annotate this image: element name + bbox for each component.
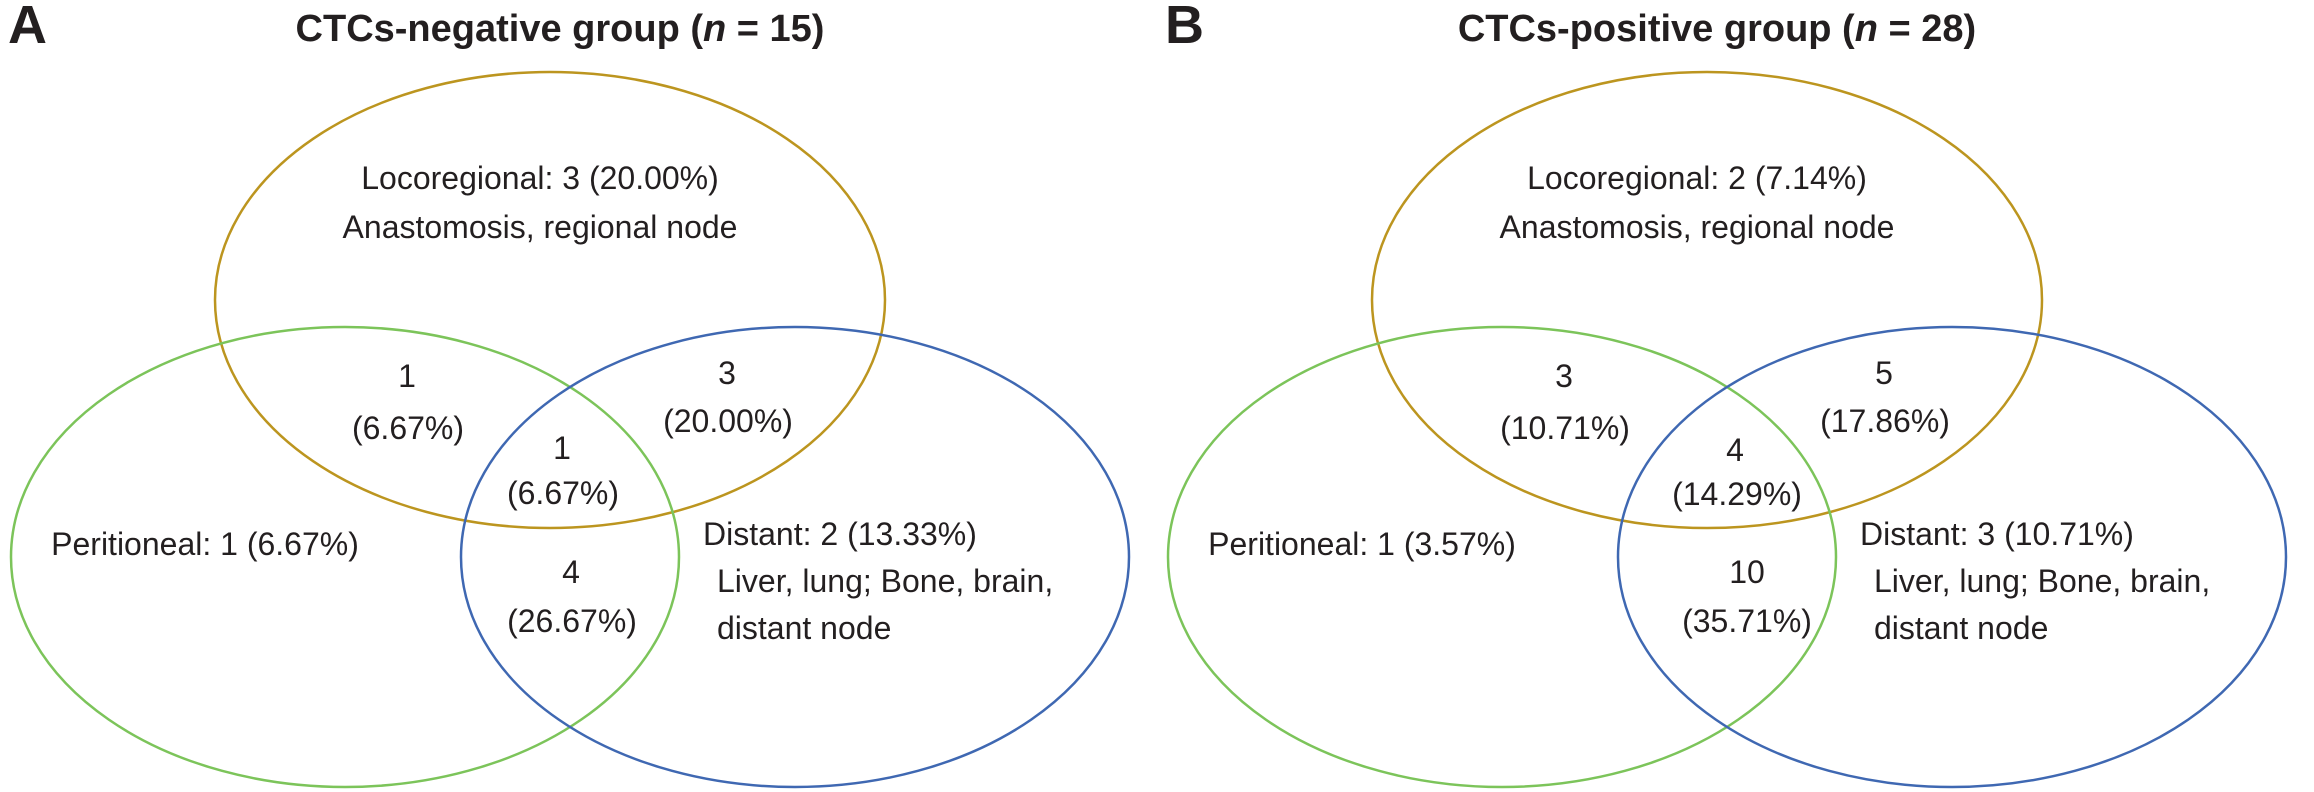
panel-a-letter: A bbox=[8, 0, 47, 55]
all-three-pct: (6.67%) bbox=[506, 475, 620, 511]
peritoneal-locoregional-count: 1 bbox=[398, 358, 416, 394]
panel-a-title-post: = 15) bbox=[726, 8, 825, 50]
peritoneal-distant-pct: (35.71%) bbox=[1682, 603, 1812, 639]
panel-a-title-n: n bbox=[703, 8, 727, 50]
panel-a-venn-diagram bbox=[9, 70, 1131, 789]
locoregional-sites-label: Anastomosis, regional node bbox=[1499, 209, 1895, 245]
peritoneal-locoregional-pct: (10.71%) bbox=[1500, 410, 1630, 446]
distant-sites-line1: Liver, lung; Bone, brain, bbox=[717, 563, 1054, 599]
locoregional-sites-label: Anastomosis, regional node bbox=[342, 209, 738, 245]
distant-ellipse bbox=[459, 325, 1131, 789]
peritoneal-locoregional-pct: (6.67%) bbox=[351, 410, 465, 446]
peritoneal-ellipse bbox=[9, 325, 681, 789]
panel-b-letter: B bbox=[1165, 0, 1204, 55]
peritoneal-label: Peritioneal: 1 (3.57%) bbox=[1208, 526, 1516, 562]
locoregional-distant-count: 5 bbox=[1875, 355, 1893, 391]
distant-sites-line1: Liver, lung; Bone, brain, bbox=[1874, 563, 2211, 599]
locoregional-distant-pct: (20.00%) bbox=[663, 403, 793, 439]
panel-b-title: CTCs-positive group (n = 28) bbox=[1458, 8, 1976, 51]
distant-label-block: Distant: 2 (13.33%) Liver, lung; Bone, b… bbox=[703, 511, 1053, 652]
distant-ellipse bbox=[1616, 325, 2288, 789]
peritoneal-label: Peritioneal: 1 (6.67%) bbox=[51, 526, 359, 562]
panel-a-title: CTCs-negative group (n = 15) bbox=[296, 8, 825, 51]
distant-sites-line2: distant node bbox=[717, 610, 892, 646]
locoregional-ellipse bbox=[213, 70, 887, 530]
distant-label-block: Distant: 3 (10.71%) Liver, lung; Bone, b… bbox=[1860, 511, 2210, 652]
peritoneal-distant-count: 4 bbox=[562, 554, 580, 590]
panel-a-title-pre: CTCs-negative group ( bbox=[295, 8, 704, 50]
peritoneal-distant-count: 10 bbox=[1729, 554, 1765, 590]
locoregional-distant-pct: (17.86%) bbox=[1820, 403, 1950, 439]
all-three-count: 1 bbox=[553, 430, 571, 466]
peritoneal-ellipse bbox=[1166, 325, 1838, 789]
distant-sites-line2: distant node bbox=[1874, 610, 2049, 646]
panel-b-title-pre: CTCs-positive group ( bbox=[1457, 8, 1855, 50]
distant-label: Distant: 3 (10.71%) bbox=[1860, 516, 2134, 552]
peritoneal-distant-pct: (26.67%) bbox=[507, 603, 637, 639]
peritoneal-locoregional-count: 3 bbox=[1555, 358, 1573, 394]
locoregional-label: Locoregional: 3 (20.00%) bbox=[361, 160, 719, 196]
panel-b: B CTCs-positive group (n = 28) Locoregio… bbox=[1157, 0, 2314, 792]
panel-b-title-post: = 28) bbox=[1877, 8, 1977, 50]
panel-b-venn-diagram bbox=[1166, 70, 2288, 789]
locoregional-label: Locoregional: 2 (7.14%) bbox=[1527, 160, 1867, 196]
locoregional-ellipse bbox=[1370, 70, 2044, 530]
panel-b-title-n: n bbox=[1854, 8, 1878, 50]
locoregional-distant-count: 3 bbox=[718, 355, 736, 391]
panel-a: A CTCs-negative group (n = 15) Locoregio… bbox=[8, 0, 1131, 789]
distant-label: Distant: 2 (13.33%) bbox=[703, 516, 977, 552]
all-three-count: 4 bbox=[1726, 432, 1744, 468]
all-three-pct: (14.29%) bbox=[1672, 476, 1802, 512]
